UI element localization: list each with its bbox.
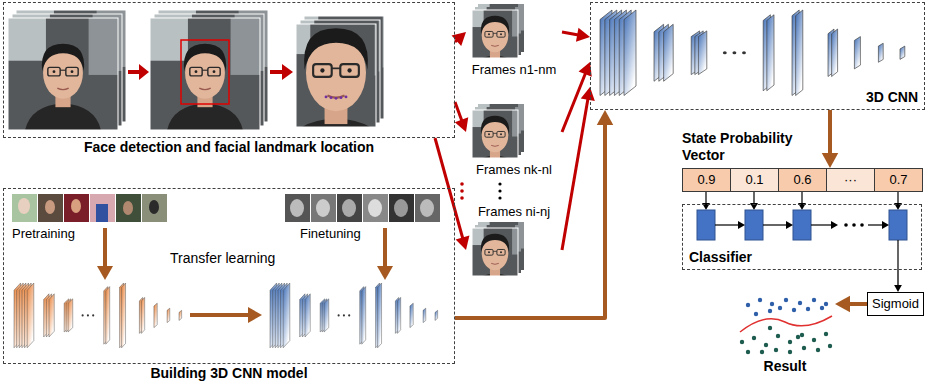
arrowhead [581,87,595,101]
cnn-panel: 3D CNN [590,2,925,110]
model-building-panel: Building 3D CNN model [3,188,455,364]
frame-group: Frames ni-nj [466,204,562,280]
arrow-connector [452,32,466,46]
arrow-connector [562,87,595,250]
probability-cell: 0.1 [730,168,779,192]
driver-photos [8,0,427,158]
classifier-box: Classifier [682,204,922,270]
arrowhead [894,285,902,292]
arrowhead [576,28,590,42]
connector-line [897,270,898,286]
node-label: Building 3D CNN model [150,365,307,382]
step-label: Pretraining [12,226,75,242]
connector-line [562,32,580,35]
node-label: 0.9 [697,172,715,188]
result-plot: Result [735,296,835,356]
node-label: 3D CNN [866,89,918,106]
node-label: State Probability Vector [682,130,814,164]
sigmoid-box: Sigmoid [867,292,924,316]
cnn-network [600,10,905,96]
connector-line [562,97,588,250]
arrow-connector [455,102,468,132]
frame-thumbnails [458,0,537,291]
connector-line [455,122,605,318]
frame-group: Frames n1-nm [466,2,562,78]
arrowhead [455,117,468,132]
arrow-connector [822,110,839,168]
connector-line [455,102,462,122]
arrowhead [452,32,466,46]
probability-cell: ··· [826,168,875,192]
connector-line [435,138,463,240]
arrowhead [597,110,614,125]
node-label: Face detection and facial landmark locat… [84,139,374,156]
node-label: Sigmoid [872,296,919,312]
connector-line [828,110,832,156]
node-label: Frames ni-nj [478,204,550,220]
arrowhead [456,236,470,250]
arrow-connector [894,270,902,292]
step-label: Finetuning [300,226,361,242]
arrow-connector [455,110,613,318]
probability-cell: 0.7 [874,168,923,192]
arrowhead [835,296,850,313]
result-scatter [735,296,835,356]
step-label: Transfer learning [170,250,275,267]
arrowhead [822,153,839,168]
node-label: ··· [844,172,857,188]
node-label: Classifier [689,249,752,266]
arrow-connector [835,296,867,313]
node-label: Result [764,358,807,375]
arrow-connector [562,28,590,42]
detection-panel: Face detection and facial landmark locat… [3,2,455,138]
probability-cell: 0.9 [682,168,731,192]
probability-vector: State Probability Vector0.90.10.6···0.7 [682,168,922,192]
frame-group: Frames nk-nl [466,102,562,178]
probability-cell: 0.6 [778,168,827,192]
arrow-connector [435,138,469,250]
node-label: 0.6 [793,172,811,188]
node-label: Frames nk-nl [476,162,552,178]
node-label: Frames n1-nm [472,62,557,78]
node-label: 0.7 [889,172,907,188]
node-label: 0.1 [745,172,763,188]
model-building-art [12,194,440,348]
